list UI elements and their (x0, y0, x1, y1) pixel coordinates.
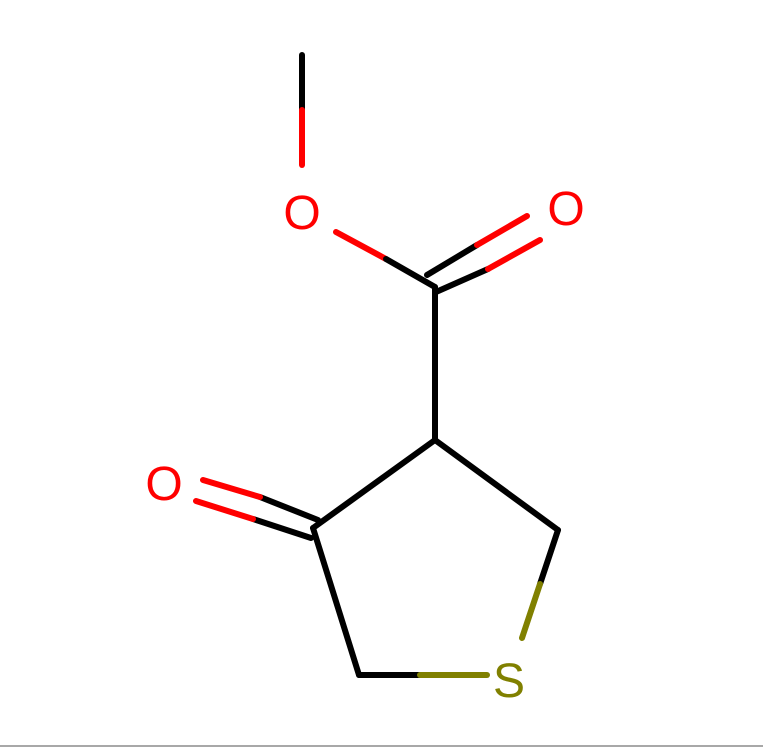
bond-carbonyl-a-c (424, 242, 480, 278)
bond-c3-c2 (432, 437, 561, 533)
bond-ketone-a-o (200, 477, 263, 500)
bond-c3-c4 (310, 437, 438, 531)
bottom-divider (0, 745, 763, 747)
bond-carbonyl-b-o (485, 237, 543, 272)
bond-ketone-b-o (193, 498, 256, 522)
atom-o-ester: O (283, 187, 320, 240)
bond-c2-s-c (537, 527, 561, 587)
bond-c4-c5 (310, 525, 362, 678)
bond-carbonyl-b-c (433, 266, 491, 295)
bond-carbonyl-a-o (474, 213, 530, 248)
atom-s-ring: S (493, 655, 525, 708)
bond-ester-o-side (333, 229, 389, 262)
bond-c2-s-s (519, 581, 543, 641)
atom-o-carbonyl: O (547, 183, 584, 236)
bond-ketone-a-c (257, 494, 321, 523)
atom-o-ketone: O (145, 458, 182, 511)
bond-ketone-b-c (250, 516, 314, 541)
bond-ester-c-side (383, 256, 438, 290)
